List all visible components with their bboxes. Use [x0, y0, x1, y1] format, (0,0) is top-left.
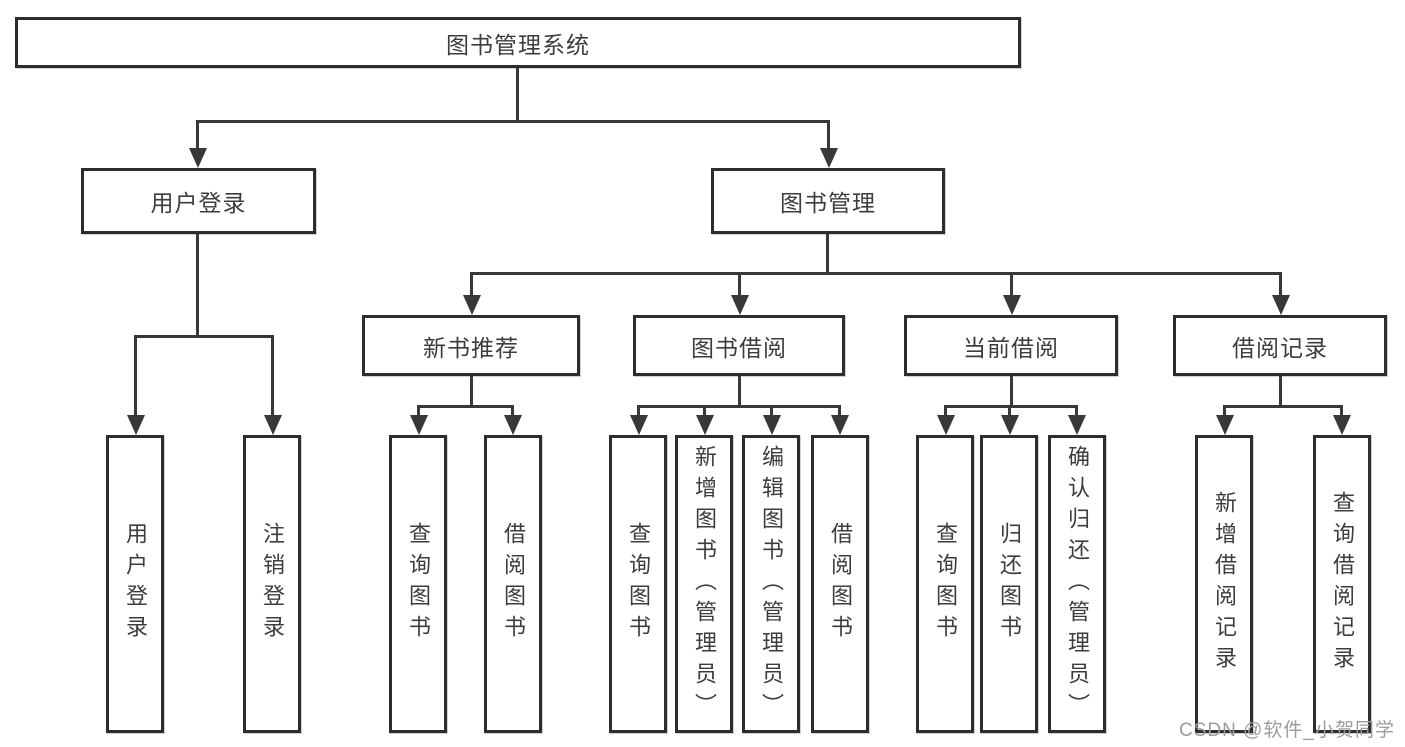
leaf-label: 确认归还（管理员） [1065, 444, 1090, 724]
node-borrow-records: 借阅记录 [1173, 315, 1387, 376]
leaf-add-borrow-record: 新增借阅记录 [1195, 435, 1253, 733]
connector-branch [637, 405, 841, 408]
arrowhead-down-icon [731, 295, 749, 315]
connector-drop [738, 272, 741, 298]
connector-drop [944, 405, 947, 417]
node-label: 图书借阅 [691, 334, 787, 361]
arrowhead-down-icon [127, 415, 145, 435]
connector-drop [770, 405, 773, 417]
leaf-logout: 注销登录 [243, 435, 301, 733]
connector-trunk [470, 376, 473, 405]
connector-drop [511, 405, 514, 417]
arrowhead-down-icon [1272, 295, 1290, 315]
node-label: 用户登录 [150, 190, 247, 216]
arrowhead-down-icon [763, 415, 781, 435]
leaf-confirm-return-admin: 确认归还（管理员） [1048, 435, 1106, 733]
leaf-user-login: 用户登录 [106, 435, 164, 733]
connector-trunk [1279, 376, 1282, 405]
leaf-label: 查询借阅记录 [1330, 491, 1355, 677]
leaf-borrow-book: 借阅图书 [484, 435, 542, 733]
node-label: 图书管理 [780, 190, 876, 216]
connector-drop [1340, 405, 1343, 417]
connector-book-mgmt-branch [470, 272, 1281, 275]
connector-branch [944, 405, 1078, 408]
leaf-return-book: 归还图书 [980, 435, 1038, 733]
leaf-query-book: 查询图书 [916, 435, 974, 733]
node-label: 当前借阅 [963, 334, 1059, 361]
leaf-query-book: 查询图书 [389, 435, 447, 733]
leaf-label: 查询图书 [933, 522, 958, 646]
node-book-management: 图书管理 [711, 168, 945, 234]
leaf-edit-book-admin: 编辑图书（管理员） [742, 435, 800, 733]
connector-trunk [738, 376, 741, 405]
node-current-borrow: 当前借阅 [904, 315, 1118, 376]
connector-drop [1075, 405, 1078, 417]
leaf-label: 注销登录 [260, 522, 285, 646]
arrowhead-down-icon [264, 415, 282, 435]
leaf-borrow-book: 借阅图书 [811, 435, 869, 733]
connector-drop [827, 120, 830, 151]
leaf-label: 用户登录 [123, 522, 148, 646]
connector-drop [417, 405, 420, 417]
leaf-add-book-admin: 新增图书（管理员） [675, 435, 733, 733]
arrowhead-down-icon [189, 148, 207, 168]
node-book-borrow: 图书借阅 [633, 315, 845, 376]
node-label: 图书管理系统 [446, 31, 590, 58]
arrowhead-down-icon [937, 415, 955, 435]
leaf-query-book: 查询图书 [609, 435, 667, 733]
arrowhead-down-icon [696, 415, 714, 435]
leaf-label: 归还图书 [997, 522, 1022, 646]
arrowhead-down-icon [1068, 415, 1086, 435]
node-label: 借阅记录 [1232, 334, 1328, 361]
arrowhead-down-icon [1001, 415, 1019, 435]
arrowhead-down-icon [1003, 295, 1021, 315]
connector-drop [271, 335, 274, 418]
arrowhead-down-icon [630, 415, 648, 435]
connector-branch [417, 405, 514, 408]
connector-user-login-branch [134, 335, 274, 338]
leaf-label: 借阅图书 [828, 522, 853, 646]
leaf-label: 新增借阅记录 [1212, 491, 1237, 677]
connector-drop [1223, 405, 1226, 417]
arrowhead-down-icon [820, 148, 838, 168]
leaf-query-borrow-record: 查询借阅记录 [1313, 435, 1371, 733]
arrowhead-down-icon [1216, 415, 1234, 435]
leaf-label: 借阅图书 [501, 522, 526, 646]
leaf-label: 查询图书 [406, 522, 431, 646]
connector-drop [134, 335, 137, 418]
connector-drop [196, 120, 199, 151]
leaf-label: 新增图书（管理员） [692, 444, 717, 724]
arrowhead-down-icon [1333, 415, 1351, 435]
csdn-watermark: CSDN @软件_小贺同学 [1179, 720, 1395, 741]
node-label: 新书推荐 [423, 334, 519, 361]
node-new-book-recommend: 新书推荐 [362, 315, 580, 376]
connector-drop [1279, 272, 1282, 298]
arrowhead-down-icon [831, 415, 849, 435]
connector-book-mgmt-trunk [826, 234, 829, 272]
leaf-label: 查询图书 [626, 522, 651, 646]
connector-drop [838, 405, 841, 417]
connector-drop [637, 405, 640, 417]
connector-branch [1223, 405, 1343, 408]
node-library-management-system: 图书管理系统 [15, 17, 1021, 68]
connector-user-login-trunk [196, 234, 199, 335]
connector-trunk [1010, 376, 1013, 405]
connector-drop [1008, 405, 1011, 417]
node-user-login: 用户登录 [81, 168, 316, 234]
connector-drop [703, 405, 706, 417]
arrowhead-down-icon [410, 415, 428, 435]
leaf-label: 编辑图书（管理员） [759, 444, 784, 724]
arrowhead-down-icon [463, 295, 481, 315]
connector-drop [1010, 272, 1013, 298]
connector-root-branch [196, 120, 830, 123]
connector-drop [470, 272, 473, 298]
connector-root-trunk [516, 68, 519, 122]
arrowhead-down-icon [504, 415, 522, 435]
